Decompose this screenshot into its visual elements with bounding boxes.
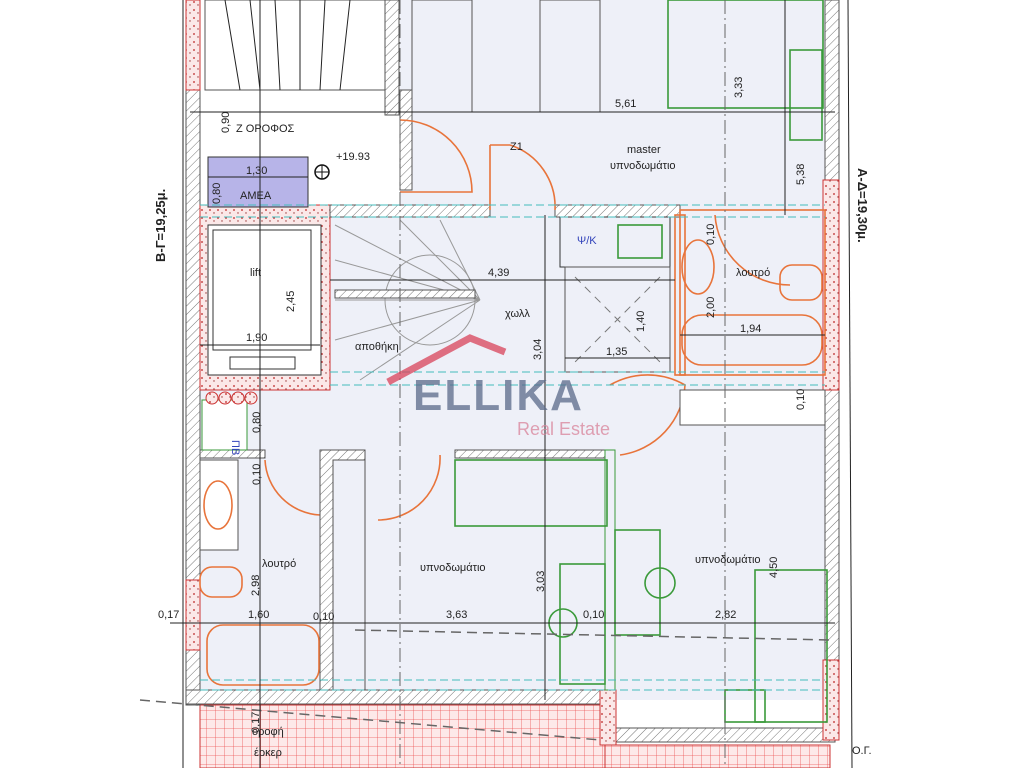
dim-label: 4,39 xyxy=(488,267,509,279)
bathtub-icon xyxy=(681,314,823,366)
lift-label: lift xyxy=(250,267,261,279)
dim-label: 2,98 xyxy=(250,575,262,596)
bedroom-mid-label: υπνοδωμάτιο xyxy=(420,562,486,574)
storage-label: αποθήκη xyxy=(355,341,399,353)
dim-label: 5,38 xyxy=(795,164,807,185)
side-length-right: Α-Δ=19,30μ. xyxy=(855,168,870,243)
bedroom-right-label: υπνοδωμάτιο xyxy=(695,554,761,566)
elevation-label: +19.93 xyxy=(336,151,370,163)
side-length-left: Β-Γ=19,25μ. xyxy=(153,189,168,262)
pb-label: ΠΒ xyxy=(229,440,241,455)
dim-label: 0,17 xyxy=(250,712,262,733)
dim-label: 0,80 xyxy=(251,412,263,433)
brand-name: ELLIKA xyxy=(413,371,584,420)
dim-label: 0,10 xyxy=(583,609,604,621)
wall-bottom xyxy=(185,689,607,705)
amea-label: ΑΜΕΑ xyxy=(240,190,272,202)
dim-label: 3,04 xyxy=(532,339,544,360)
shower xyxy=(564,266,671,373)
stair-spiral xyxy=(334,219,481,381)
toilet-left-icon xyxy=(199,566,243,598)
master-label: master xyxy=(627,144,661,156)
stair-top xyxy=(204,0,400,116)
door-z1-label: Ζ1 xyxy=(510,141,523,153)
toilet-icon xyxy=(779,264,823,301)
dim-label: 0,17 xyxy=(158,609,179,621)
erker-label-2: έρκερ xyxy=(254,747,282,759)
dim-label: 3,63 xyxy=(446,609,467,621)
sink-icon xyxy=(681,239,715,295)
dim-label: 1,60 xyxy=(248,609,269,621)
dim-label: 0,10 xyxy=(705,224,717,245)
column-circles xyxy=(205,391,258,405)
dim-label: 0,10 xyxy=(251,464,263,485)
bed-mid xyxy=(454,459,608,527)
dim-label: 0,10 xyxy=(313,611,334,623)
dim-label: 1,30 xyxy=(246,165,267,177)
erker-roof xyxy=(199,704,606,768)
dim-label: 3,03 xyxy=(535,571,547,592)
bathtub-left-icon xyxy=(206,624,320,686)
door-swing xyxy=(399,119,473,193)
master-bedroom-label: υπνοδωμάτιο xyxy=(610,160,676,172)
dim-label: 4,50 xyxy=(768,557,780,578)
building-line-label: Ο.Γ. xyxy=(852,745,872,757)
brand-tagline: Real Estate xyxy=(517,419,610,439)
bed-right xyxy=(754,569,828,723)
floor-label: Ζ ΟΡΟΦΟΣ xyxy=(236,123,295,135)
dim-label: 1,90 xyxy=(246,332,267,344)
dim-label: 2,45 xyxy=(285,291,297,312)
dim-label: 1,35 xyxy=(606,346,627,358)
amea-area xyxy=(207,156,309,208)
dim-label: 0,90 xyxy=(220,112,232,133)
fridge-label: Ψ/Κ xyxy=(577,235,597,247)
dim-label: 2,82 xyxy=(715,609,736,621)
dim-label: 3,33 xyxy=(733,77,745,98)
dim-label: 1,40 xyxy=(635,311,647,332)
dim-label: 1,94 xyxy=(740,323,761,335)
column xyxy=(822,179,840,391)
ellika-watermark: ELLIKA Real Estate xyxy=(386,334,610,439)
dim-label: 2,00 xyxy=(705,297,717,318)
bath-left-label: λουτρό xyxy=(262,558,296,570)
bath-right-label: λουτρό xyxy=(736,267,770,279)
erker-label-1: οροφή xyxy=(252,726,284,738)
bed-master xyxy=(667,0,824,109)
dim-label: 0,10 xyxy=(795,389,807,410)
sink-left-icon xyxy=(203,480,233,530)
hall-label: χωλλ xyxy=(505,308,530,320)
dim-label: 5,61 xyxy=(615,98,636,110)
pb-cabinet xyxy=(201,399,248,451)
dim-label: 0,80 xyxy=(211,183,223,204)
roof-logo-icon xyxy=(386,334,507,386)
